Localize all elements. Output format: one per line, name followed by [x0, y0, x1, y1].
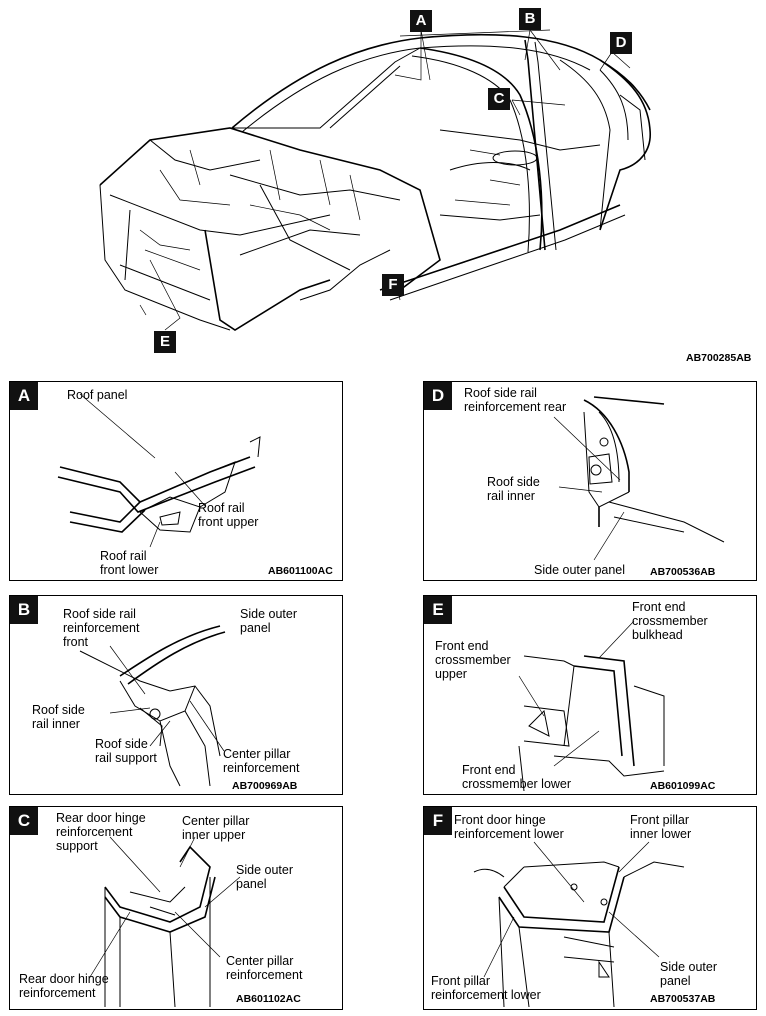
panel-c-label-pillar-reinf: Center pillar reinforcement	[226, 954, 303, 982]
panel-f-tag: F	[424, 807, 452, 835]
panel-d-label-rail-inner: Roof side rail inner	[487, 475, 540, 503]
detail-panel-c: C Rear door hinge reinforcement support …	[9, 806, 343, 1010]
panel-c-label-hinge-reinf: Rear door hinge reinforcement	[19, 972, 109, 1000]
panel-f-figure-code: AB700537AB	[650, 993, 716, 1005]
detail-panel-e: E Front end crossmember bulkhead Front e…	[423, 595, 757, 795]
body-overview-illustration: A B C D E F AB700285AB	[0, 0, 766, 370]
panel-b-label-side-outer: Side outer panel	[240, 607, 297, 635]
panel-e-figure-code: AB601099AC	[650, 780, 716, 792]
detail-panel-b: B Roof side rail reinforcement front Sid…	[9, 595, 343, 795]
panel-a-label-roof-panel: Roof panel	[67, 388, 128, 402]
panel-d-tag: D	[424, 382, 452, 410]
panel-e-label-bulkhead: Front end crossmember bulkhead	[632, 600, 708, 642]
panel-d-label-side-outer: Side outer panel	[534, 563, 626, 577]
panel-b-drawing	[79, 625, 226, 787]
panel-d-label-reinf-rear: Roof side rail reinforcement rear	[464, 386, 567, 414]
panel-e-tag: E	[424, 596, 452, 624]
callout-e: E	[154, 331, 176, 353]
callout-d: D	[610, 32, 632, 54]
panel-c-label-pillar-inner-upper: Center pillar inner upper	[182, 814, 250, 842]
detail-panel-f: F Front door hinge reinforcement lower F…	[423, 806, 757, 1010]
panel-a-figure-code: AB601100AC	[268, 565, 333, 577]
panel-f-label-side-outer: Side outer panel	[660, 960, 717, 988]
panel-e-drawing	[518, 620, 665, 792]
panel-b-tag: B	[10, 596, 38, 624]
panel-b-label-rail-support: Roof side rail support	[95, 737, 157, 765]
panel-f-drawing	[473, 841, 685, 1008]
overview-figure-code: AB700285AB	[686, 352, 752, 364]
panel-a-label-front-upper: Roof rail front upper	[198, 501, 259, 529]
detail-panel-a: A Roof panel Roof rail front upper Roof …	[9, 381, 343, 581]
panel-c-label-side-outer: Side outer panel	[236, 863, 293, 891]
callout-a: A	[410, 10, 432, 32]
panel-b-figure-code: AB700969AB	[232, 780, 298, 792]
panel-a-tag: A	[10, 382, 38, 410]
panel-a-drawing	[57, 393, 261, 548]
callout-f: F	[382, 274, 404, 296]
panel-b-label-reinf-front: Roof side rail reinforcement front	[63, 607, 140, 649]
panel-c-tag: C	[10, 807, 38, 835]
callout-b: B	[519, 8, 541, 30]
callout-c: C	[488, 88, 510, 110]
panel-c-figure-code: AB601102AC	[236, 993, 301, 1005]
panel-b-label-center-pillar: Center pillar reinforcement	[223, 747, 300, 775]
panel-b-label-rail-inner: Roof side rail inner	[32, 703, 85, 731]
panel-f-label-hinge-lower: Front door hinge reinforcement lower	[454, 813, 564, 841]
panel-d-figure-code: AB700536AB	[650, 566, 716, 578]
panel-a-label-front-lower: Roof rail front lower	[100, 549, 159, 577]
panel-e-label-upper: Front end crossmember upper	[435, 639, 511, 681]
car-body-drawing	[99, 29, 651, 331]
panel-d-drawing	[553, 396, 725, 561]
panel-f-label-pillar-reinf-lower: Front pillar reinforcement lower	[431, 974, 541, 1002]
panel-c-drawing	[89, 836, 241, 1008]
panel-e-label-lower: Front end crossmember lower	[462, 763, 572, 791]
panel-f-label-pillar-inner-lower: Front pillar inner lower	[630, 813, 692, 841]
panel-c-label-hinge-support: Rear door hinge reinforcement support	[56, 811, 146, 853]
detail-panel-d: D Roof side rail reinforcement rear Roof…	[423, 381, 757, 581]
